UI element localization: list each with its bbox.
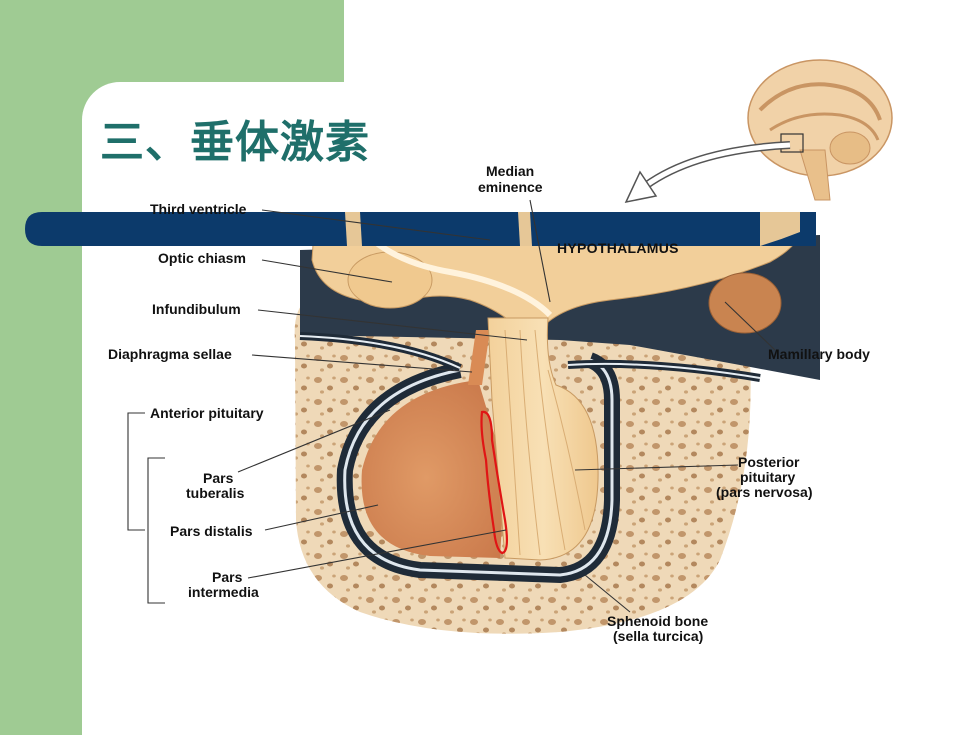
- label-posterior-pituitary-2: pituitary: [740, 469, 795, 485]
- label-anterior-pituitary: Anterior pituitary: [150, 405, 264, 421]
- mamillary-body-shape: [708, 272, 782, 334]
- label-pars-tuberalis-1: Pars: [203, 470, 234, 486]
- label-infundibulum: Infundibulum: [152, 301, 241, 317]
- label-mamillary-body: Mamillary body: [768, 346, 870, 362]
- pars-intermedia-highlight: [480, 410, 509, 555]
- anterior-pituitary-bracket: [127, 412, 145, 531]
- label-posterior-pituitary-3: (pars nervosa): [716, 484, 812, 500]
- label-pars-intermedia-2: intermedia: [188, 584, 259, 600]
- label-pars-distalis: Pars distalis: [170, 523, 253, 539]
- slide-title: 三、垂体激素: [100, 117, 370, 168]
- sella-lining-inner: [343, 358, 614, 577]
- label-pars-intermedia-1: Pars: [212, 569, 243, 585]
- label-posterior-pituitary-1: Posterior: [738, 454, 800, 470]
- optic-chiasm-shape: [347, 251, 433, 309]
- brain-inset: [624, 59, 893, 204]
- title-accent-bar: [25, 212, 816, 246]
- green-top-band: [0, 0, 344, 82]
- label-pars-tuberalis-2: tuberalis: [186, 485, 245, 501]
- label-hypothalamus: HYPOTHALAMUS: [557, 240, 679, 256]
- label-optic-chiasm: Optic chiasm: [158, 250, 246, 266]
- label-sphenoid-bone-2: (sella turcica): [613, 628, 703, 644]
- label-sphenoid-bone-1: Sphenoid bone: [607, 613, 708, 629]
- green-side-band: [0, 0, 82, 735]
- label-median-eminence-1: Median: [486, 163, 534, 179]
- pars-bracket: [147, 457, 165, 604]
- label-median-eminence-2: eminence: [478, 179, 543, 195]
- pars-tuberalis-shape: [468, 330, 490, 385]
- label-diaphragma-sellae: Diaphragma sellae: [108, 346, 232, 362]
- anterior-lobe: [361, 380, 505, 558]
- content-panel: [82, 82, 142, 142]
- label-third-ventricle: Third ventricle: [150, 201, 247, 217]
